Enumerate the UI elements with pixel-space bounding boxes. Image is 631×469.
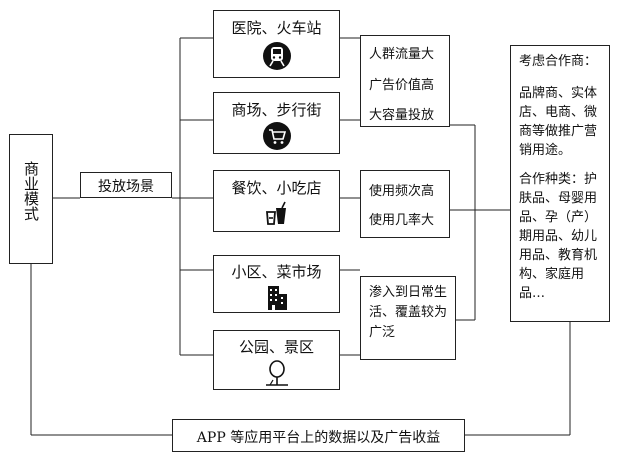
revenue-label: APP 等应用平台上的数据以及广告收益 [196, 430, 441, 446]
scene-label: 餐饮、小吃店 [231, 179, 322, 197]
note-item: 使用几率大 [369, 213, 435, 228]
note-item: 大容量投放 [369, 108, 435, 123]
partners-box: 考虑合作商： 品牌商、实体店、电商、微商等做推广营销用途。 合作种类：护肤品、母… [510, 45, 610, 322]
notes-box-group2: 使用频次高 使用几率大 [360, 170, 450, 238]
note-item: 人群流量大 [369, 47, 435, 62]
buildings-icon [262, 283, 292, 315]
scene-label: 公园、景区 [238, 338, 314, 356]
scene-label: 小区、菜市场 [231, 263, 322, 281]
note-item: 渗入到日常生活、覆盖较为广泛 [369, 285, 448, 340]
notes-box-group1: 人群流量大 广告价值高 大容量投放 [360, 35, 450, 127]
scene-box-mall-street: 商场、步行街 [213, 92, 340, 154]
scene-box-residential-market: 小区、菜市场 [213, 255, 340, 313]
revenue-box: APP 等应用平台上的数据以及广告收益 [172, 419, 465, 452]
note-item: 使用频次高 [369, 184, 435, 199]
business-model-box: 商业模式 [9, 134, 53, 264]
scene-label: 医院、火车站 [231, 19, 322, 37]
note-item: 广告价值高 [369, 78, 435, 93]
placement-scenes-box: 投放场景 [80, 172, 172, 198]
partners-heading: 考虑合作商： [519, 54, 598, 69]
notes-box-group3: 渗入到日常生活、覆盖较为广泛 [360, 276, 456, 360]
placement-scenes-label: 投放场景 [98, 179, 154, 195]
scene-label: 商场、步行街 [231, 101, 322, 119]
business-model-label: 商业模式 [22, 161, 40, 221]
food-drink-icon [262, 199, 292, 233]
partners-categories: 合作种类：护肤品、母婴用品、孕（产）期用品、幼儿用品、教育机构、家庭用品… [519, 172, 598, 301]
shopping-cart-icon [262, 121, 292, 155]
scene-box-hospital-train: 医院、火车站 [213, 10, 340, 78]
train-icon [262, 41, 292, 75]
partners-brands: 品牌商、实体店、电商、微商等做推广营销用途。 [519, 86, 598, 158]
scene-box-park-scenic: 公园、景区 [213, 330, 340, 390]
tree-icon [262, 359, 292, 391]
scene-box-dining-snacks: 餐饮、小吃店 [213, 170, 340, 232]
